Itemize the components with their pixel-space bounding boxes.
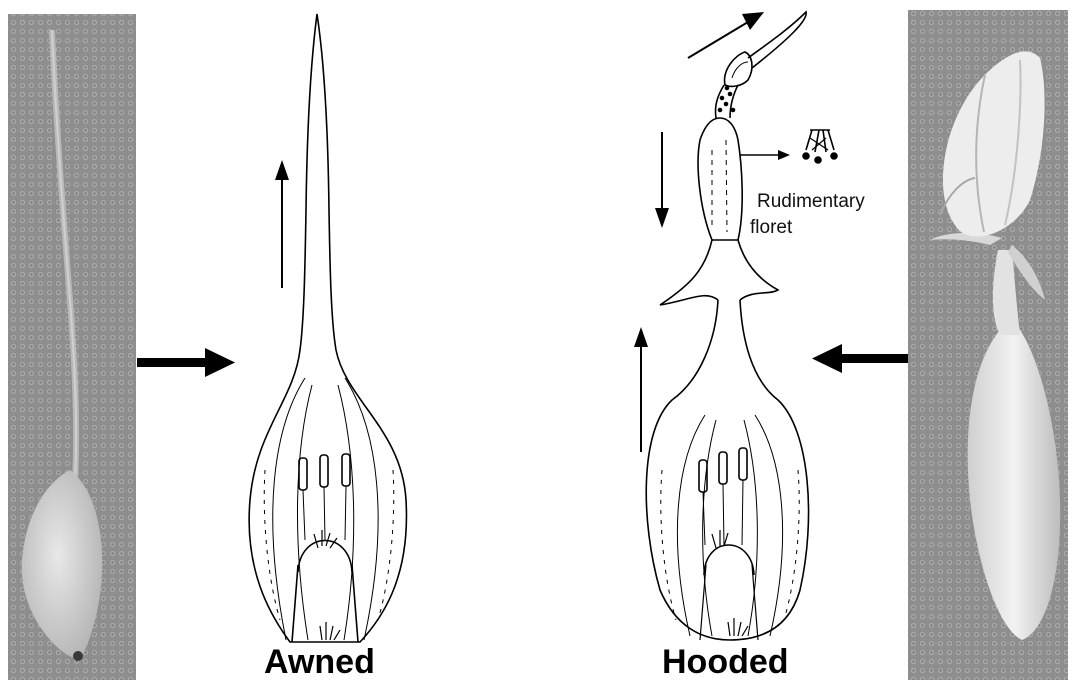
awned-lemma-photo <box>8 14 136 680</box>
hooded-lemma-photo <box>908 10 1068 680</box>
awned-caption: Awned <box>264 643 375 682</box>
rudimentary-floret-icon <box>803 130 837 163</box>
arrow-left-to-drawing <box>137 348 235 377</box>
awned-lemma-drawing <box>249 14 406 642</box>
awned-growth-arrow <box>275 160 289 288</box>
hooded-lemma-drawing <box>646 12 808 640</box>
arrow-right-to-drawing <box>812 344 908 373</box>
hood-down-arrow <box>655 132 669 228</box>
rudimentary-floret-pointer <box>740 150 790 160</box>
hood-up-arrow <box>634 327 648 452</box>
rudimentary-floret-label-line2: floret <box>750 217 792 239</box>
hooded-caption: Hooded <box>662 643 789 682</box>
hood-upper-arrow <box>688 12 764 58</box>
rudimentary-floret-label-line1: Rudimentary <box>757 191 865 213</box>
